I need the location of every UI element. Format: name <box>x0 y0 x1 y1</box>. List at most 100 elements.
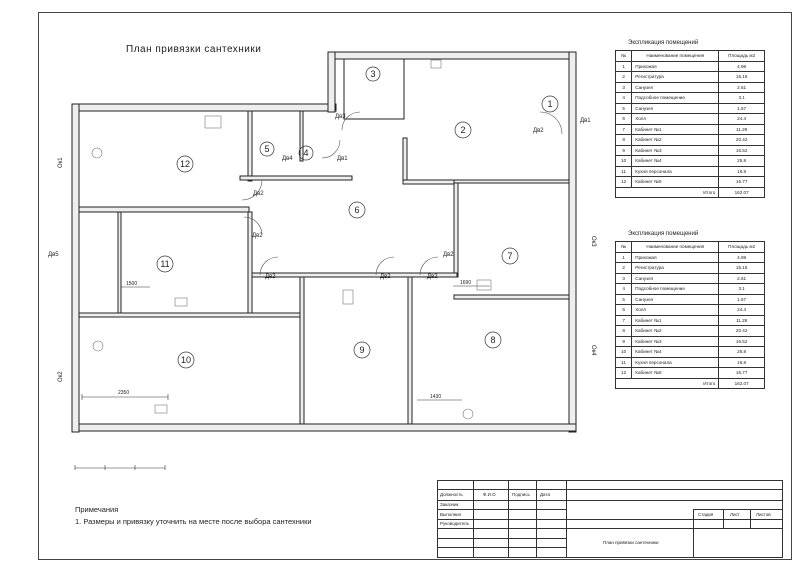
room-area: 15.16 <box>718 262 765 274</box>
room-number: 9 <box>359 345 364 355</box>
stamp-line <box>508 481 509 557</box>
plan-element: Дв1 Дв2 Дв3 Дв4 Дв1 Дв2 Дв2 Дв2 Дв2 Дв2 … <box>48 114 596 382</box>
stamp-date: Дата <box>540 492 550 497</box>
room-name: Кабинет №5 <box>631 176 720 188</box>
room-no: 2 <box>614 262 633 274</box>
room-area: 1.57 <box>718 102 765 114</box>
column-header: Наименование помещения <box>631 50 720 62</box>
walls <box>71 51 577 433</box>
room-name: Подсобное помещение <box>631 92 720 104</box>
plan-element <box>539 111 563 135</box>
room-name: Санузел <box>631 102 720 114</box>
room-area: 24.4 <box>718 304 765 316</box>
room-area: 4.98 <box>718 251 765 263</box>
room-no: 10 <box>614 346 633 358</box>
room-area: 16.77 <box>718 176 765 188</box>
stamp-line <box>438 519 782 520</box>
room-number: 11 <box>160 259 169 269</box>
note-item: 1. Размеры и привязку уточнить на месте … <box>75 517 312 526</box>
explication-title: Экспликация помещений <box>628 231 699 237</box>
room-name: Санузел <box>631 272 720 284</box>
room-name: Кабинет №2 <box>631 134 720 146</box>
door-label: Дв1 <box>580 118 591 124</box>
stamp-sheet: Лист <box>730 512 740 517</box>
room-area: 4.98 <box>718 60 765 72</box>
room-no: 2 <box>614 71 633 83</box>
room-no: 12 <box>614 176 633 188</box>
room-no: 11 <box>614 356 633 368</box>
plan-element <box>177 351 195 369</box>
notes-heading: Примечания <box>75 505 119 514</box>
dimension-label: 1430 <box>430 394 441 400</box>
room-name: Кабинет №2 <box>631 325 720 337</box>
room-area: 16.8 <box>718 356 765 368</box>
wall <box>327 51 577 60</box>
room-area: 25.8 <box>718 155 765 167</box>
room-name: Кабинет №4 <box>631 155 720 167</box>
room-name: Прихожая <box>631 60 720 72</box>
room-area: 24.4 <box>718 113 765 125</box>
window-label: Ок1 <box>58 157 64 168</box>
stamp-line <box>438 547 566 548</box>
total-area: 162.07 <box>718 186 765 198</box>
wall <box>327 51 336 113</box>
room-number: 5 <box>264 144 269 154</box>
room-number: 6 <box>354 205 359 215</box>
plan-element <box>484 331 502 349</box>
room-name: Кабинет №3 <box>631 335 720 347</box>
door-swings <box>241 111 563 276</box>
dimension-label: 1500 <box>126 281 137 287</box>
room-3-outline <box>343 58 405 120</box>
room-no: 8 <box>614 325 633 337</box>
room-area: 16.52 <box>718 144 765 156</box>
plan-element <box>353 341 371 359</box>
plan-element: 2350 1500 1690 1430 <box>118 280 471 400</box>
plan-element <box>241 179 263 201</box>
stamp-line <box>438 500 782 501</box>
stamp-line <box>438 538 566 539</box>
room-no: 7 <box>614 314 633 326</box>
wall <box>247 211 253 316</box>
door-label: Дв2 <box>427 274 438 280</box>
stamp-line <box>566 481 567 557</box>
room-area: 3.1 <box>718 92 765 104</box>
plan-element <box>365 66 381 82</box>
room-area: 16.8 <box>718 165 765 177</box>
stamp-sheets: Листов <box>756 512 771 517</box>
room-no: 12 <box>614 367 633 379</box>
room-name: Подсобное помещение <box>631 283 720 295</box>
stamp-stage: Стадия <box>698 512 714 517</box>
stamp-drawing-name: План привязки сантехники <box>603 540 659 545</box>
plan-element <box>348 201 366 219</box>
dimension-label: 2350 <box>118 390 129 396</box>
room-name: Регистратура <box>631 262 720 274</box>
room-area: 3.1 <box>718 283 765 295</box>
stamp-line <box>693 509 694 557</box>
plan-element <box>476 279 492 291</box>
plan-element <box>243 216 263 236</box>
door-label: Дв3 <box>335 114 346 120</box>
door-label: Дв2 <box>253 191 264 197</box>
wall <box>299 276 305 425</box>
room-no: 4 <box>614 283 633 295</box>
sheet-frame <box>38 12 792 560</box>
room-no: 5 <box>614 102 633 114</box>
room-number: 3 <box>370 69 375 79</box>
room-area: 15.16 <box>718 71 765 83</box>
total-label: Итого <box>614 377 720 389</box>
wall <box>71 103 337 112</box>
door-label: Дв2 <box>443 252 454 258</box>
room-number: 8 <box>490 335 495 345</box>
plan-element <box>454 121 472 139</box>
plan-element <box>259 256 279 276</box>
plan-element <box>259 141 275 157</box>
stamp-sign: Подпись <box>512 492 530 497</box>
